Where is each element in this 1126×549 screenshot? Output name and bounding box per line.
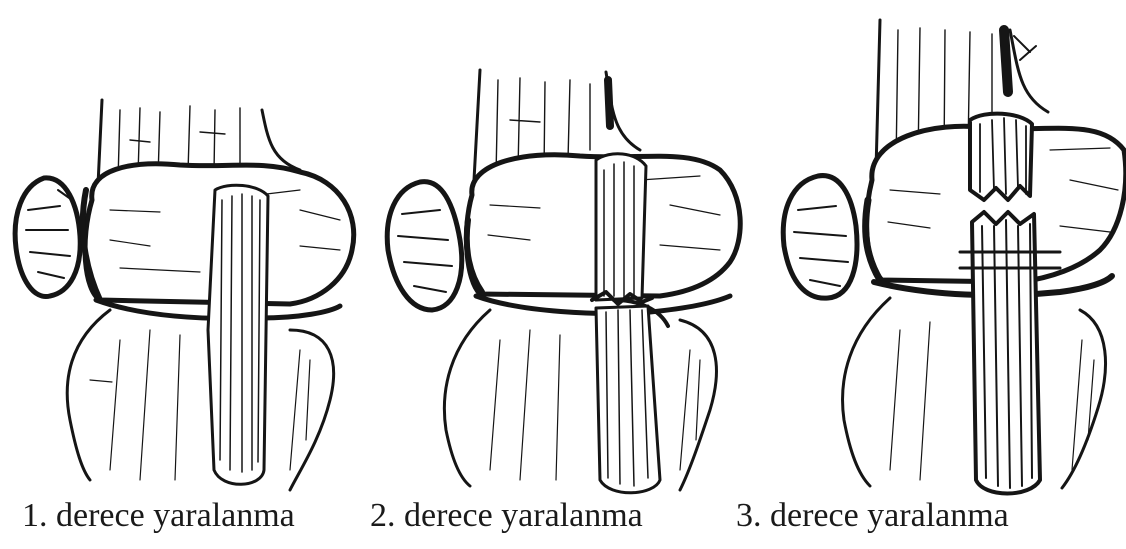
- patella-3: [783, 176, 857, 299]
- knee-drawing-grade-2: [387, 70, 740, 493]
- knee-drawing-grade-3: [783, 20, 1125, 494]
- tibia-1: [67, 310, 333, 490]
- tibia-2: [444, 300, 716, 490]
- patella-2: [387, 182, 461, 310]
- caption-grade-1: 1. derece yaralanma: [22, 496, 295, 536]
- caption-grade-3: 3. derece yaralanma: [736, 496, 1009, 536]
- knee-drawing-grade-1: [15, 100, 354, 490]
- patella-1: [15, 178, 80, 297]
- ligament-stretched-1: [208, 185, 268, 484]
- caption-grade-2: 2. derece yaralanma: [370, 496, 643, 536]
